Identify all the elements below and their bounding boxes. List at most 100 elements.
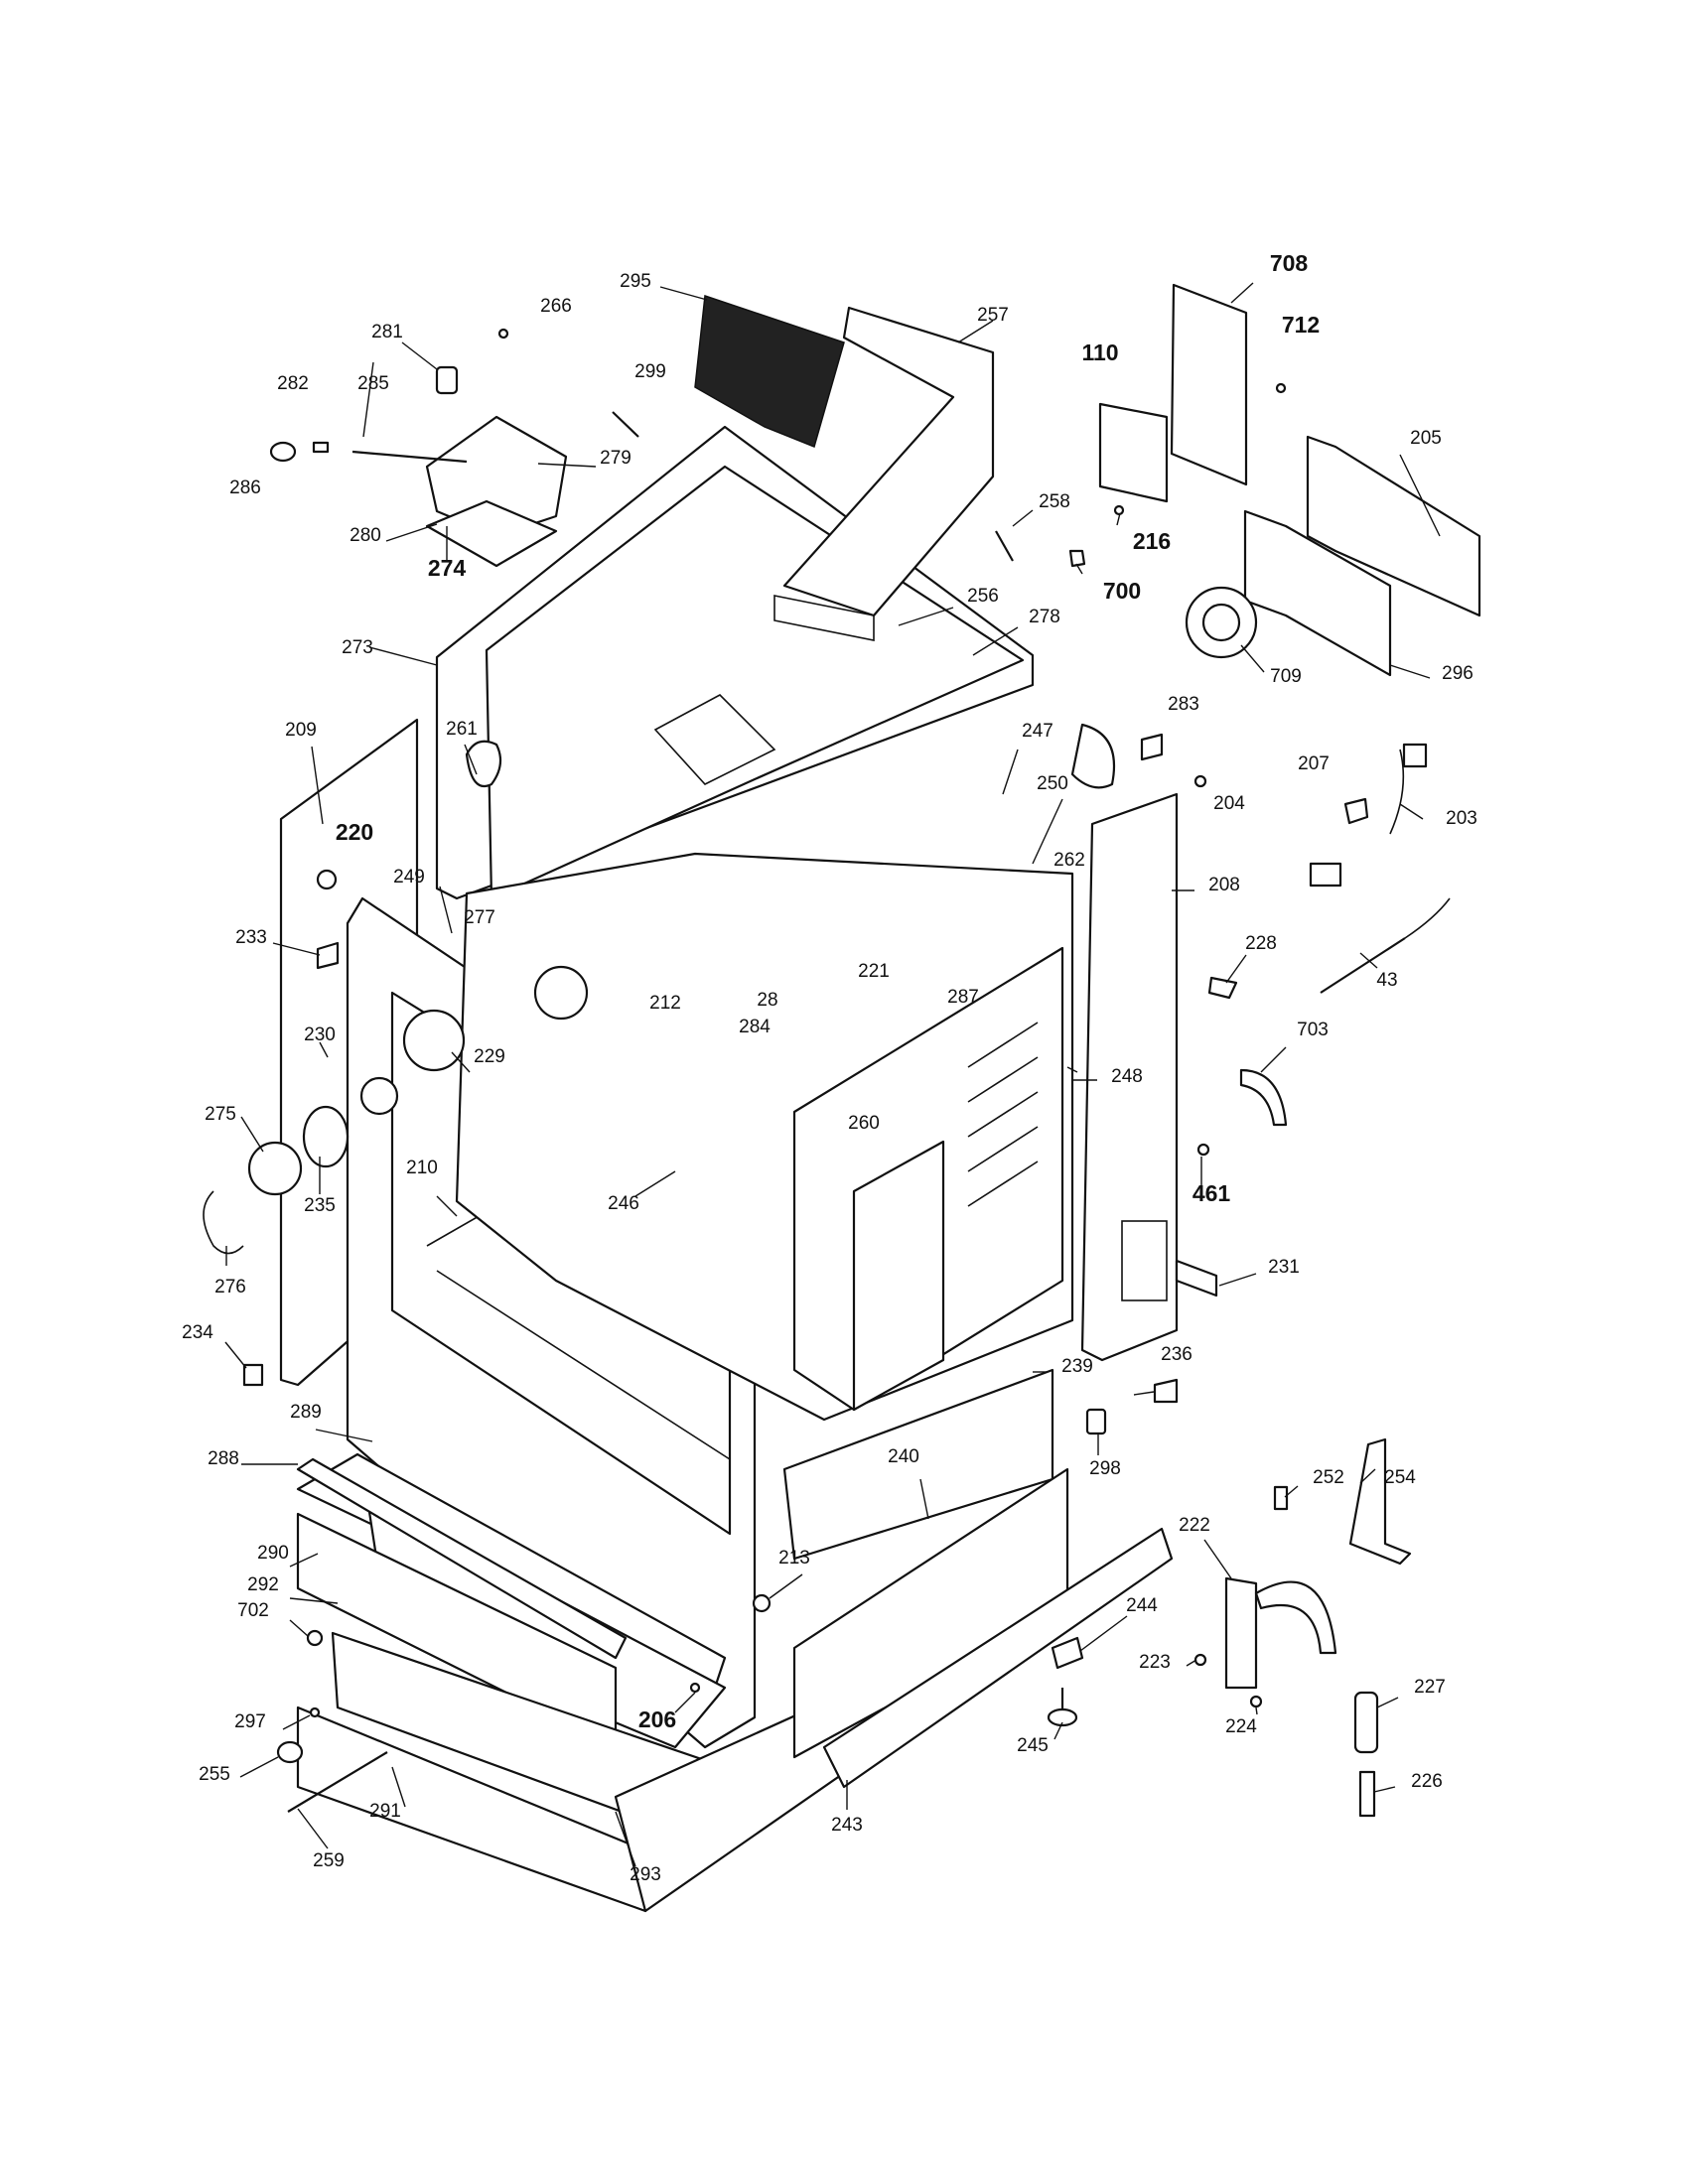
callout-229: 229 [474, 1046, 505, 1067]
part-283 [1140, 733, 1164, 761]
part-233 [316, 941, 340, 970]
callout-213: 213 [778, 1548, 810, 1569]
callout-206: 206 [638, 1706, 676, 1732]
switch-plate-280 [425, 499, 558, 568]
callout-293: 293 [630, 1864, 661, 1885]
callout-273: 273 [342, 637, 373, 658]
part-224 [1249, 1695, 1263, 1708]
callout-245: 245 [1017, 1735, 1049, 1756]
callout-236: 236 [1161, 1344, 1193, 1365]
callout-299: 299 [634, 361, 666, 382]
filter-295 [694, 294, 845, 449]
callout-227: 227 [1414, 1677, 1446, 1698]
vent-duct-257 [782, 306, 995, 617]
callout-281: 281 [371, 322, 403, 342]
wire-276 [203, 1190, 244, 1255]
cord-203 [1389, 749, 1405, 835]
lamp-235 [302, 1105, 350, 1168]
callout-210: 210 [406, 1158, 438, 1178]
screw-206 [689, 1682, 701, 1694]
callout-266: 266 [540, 296, 572, 317]
callout-255: 255 [199, 1764, 230, 1785]
callout-252: 252 [1313, 1467, 1344, 1488]
callout-703: 703 [1297, 1020, 1329, 1040]
callout-216: 216 [1133, 528, 1171, 554]
hinge-arm [1254, 1580, 1337, 1655]
port-277 [533, 965, 589, 1021]
callout-223: 223 [1139, 1652, 1171, 1673]
callout-249: 249 [393, 867, 425, 887]
part-286 [269, 441, 297, 463]
callout-262: 262 [1053, 850, 1085, 871]
screw-204 [1193, 774, 1207, 788]
callout-247: 247 [1022, 721, 1053, 742]
switch-assembly [269, 328, 639, 568]
callout-246: 246 [608, 1193, 639, 1214]
callout-292: 292 [247, 1574, 279, 1595]
vent-duct-assembly [694, 294, 995, 641]
callout-205: 205 [1410, 428, 1442, 449]
callout-289: 289 [290, 1402, 322, 1423]
screw-461 [1196, 1143, 1210, 1157]
callout-240: 240 [888, 1446, 919, 1467]
module-110 [1098, 402, 1169, 503]
callout-261: 261 [446, 719, 478, 740]
callout-282: 282 [277, 373, 309, 394]
bracket-205 [1306, 435, 1481, 617]
part-281 [435, 365, 459, 395]
callout-212: 212 [649, 993, 681, 1014]
callout-276: 276 [214, 1277, 246, 1297]
callout-243: 243 [831, 1815, 863, 1836]
callout-709: 709 [1270, 666, 1302, 687]
callout-222: 222 [1179, 1515, 1210, 1536]
callout-283: 283 [1168, 694, 1199, 715]
callout-258: 258 [1039, 491, 1070, 512]
callout-708: 708 [1270, 250, 1309, 276]
callout-239: 239 [1061, 1356, 1093, 1377]
callout-203: 203 [1446, 808, 1477, 829]
connector-203 [1402, 743, 1428, 768]
part-213 [752, 1593, 772, 1613]
callout-230: 230 [304, 1024, 336, 1045]
part-207 [1343, 797, 1369, 825]
callout-233: 233 [235, 927, 267, 948]
part-223 [1193, 1653, 1207, 1667]
right-side-panel [1080, 792, 1179, 1362]
right-lower-parts [1047, 1378, 1412, 1818]
callout-298: 298 [1089, 1458, 1121, 1479]
callout-204: 204 [1213, 793, 1245, 814]
callout-286: 286 [229, 478, 261, 498]
leveling-rail-243 [822, 1527, 1174, 1789]
part-220 [316, 869, 338, 890]
connector [1309, 862, 1342, 887]
callout-226: 226 [1411, 1771, 1443, 1792]
part-229 [402, 1009, 466, 1072]
bracket-708 [1170, 283, 1248, 486]
rail-259 [287, 1751, 388, 1813]
shield-703 [1239, 1068, 1288, 1127]
callout-224: 224 [1225, 1716, 1257, 1737]
part-252 [1273, 1485, 1289, 1511]
pin-299 [612, 411, 639, 438]
callout-712: 712 [1282, 312, 1320, 338]
callout-228: 228 [1245, 933, 1277, 954]
callout-250: 250 [1037, 773, 1068, 794]
part-244 [1051, 1636, 1084, 1670]
rod-285 [351, 450, 468, 464]
bracket-258 [995, 530, 1014, 562]
part-282 [312, 441, 330, 454]
callout-209: 209 [285, 720, 317, 741]
hinge-222 [1224, 1576, 1258, 1690]
callout-284: 284 [739, 1017, 771, 1037]
insulation-261 [465, 740, 502, 787]
callout-221: 221 [858, 961, 890, 982]
insulation-262 [1070, 723, 1116, 789]
part-228 [1207, 976, 1238, 1000]
bracket-254 [1348, 1437, 1412, 1566]
spring-227 [1353, 1691, 1379, 1754]
callout-274: 274 [428, 555, 467, 581]
leader-lines [224, 282, 1441, 1867]
callout-28: 28 [757, 990, 777, 1011]
